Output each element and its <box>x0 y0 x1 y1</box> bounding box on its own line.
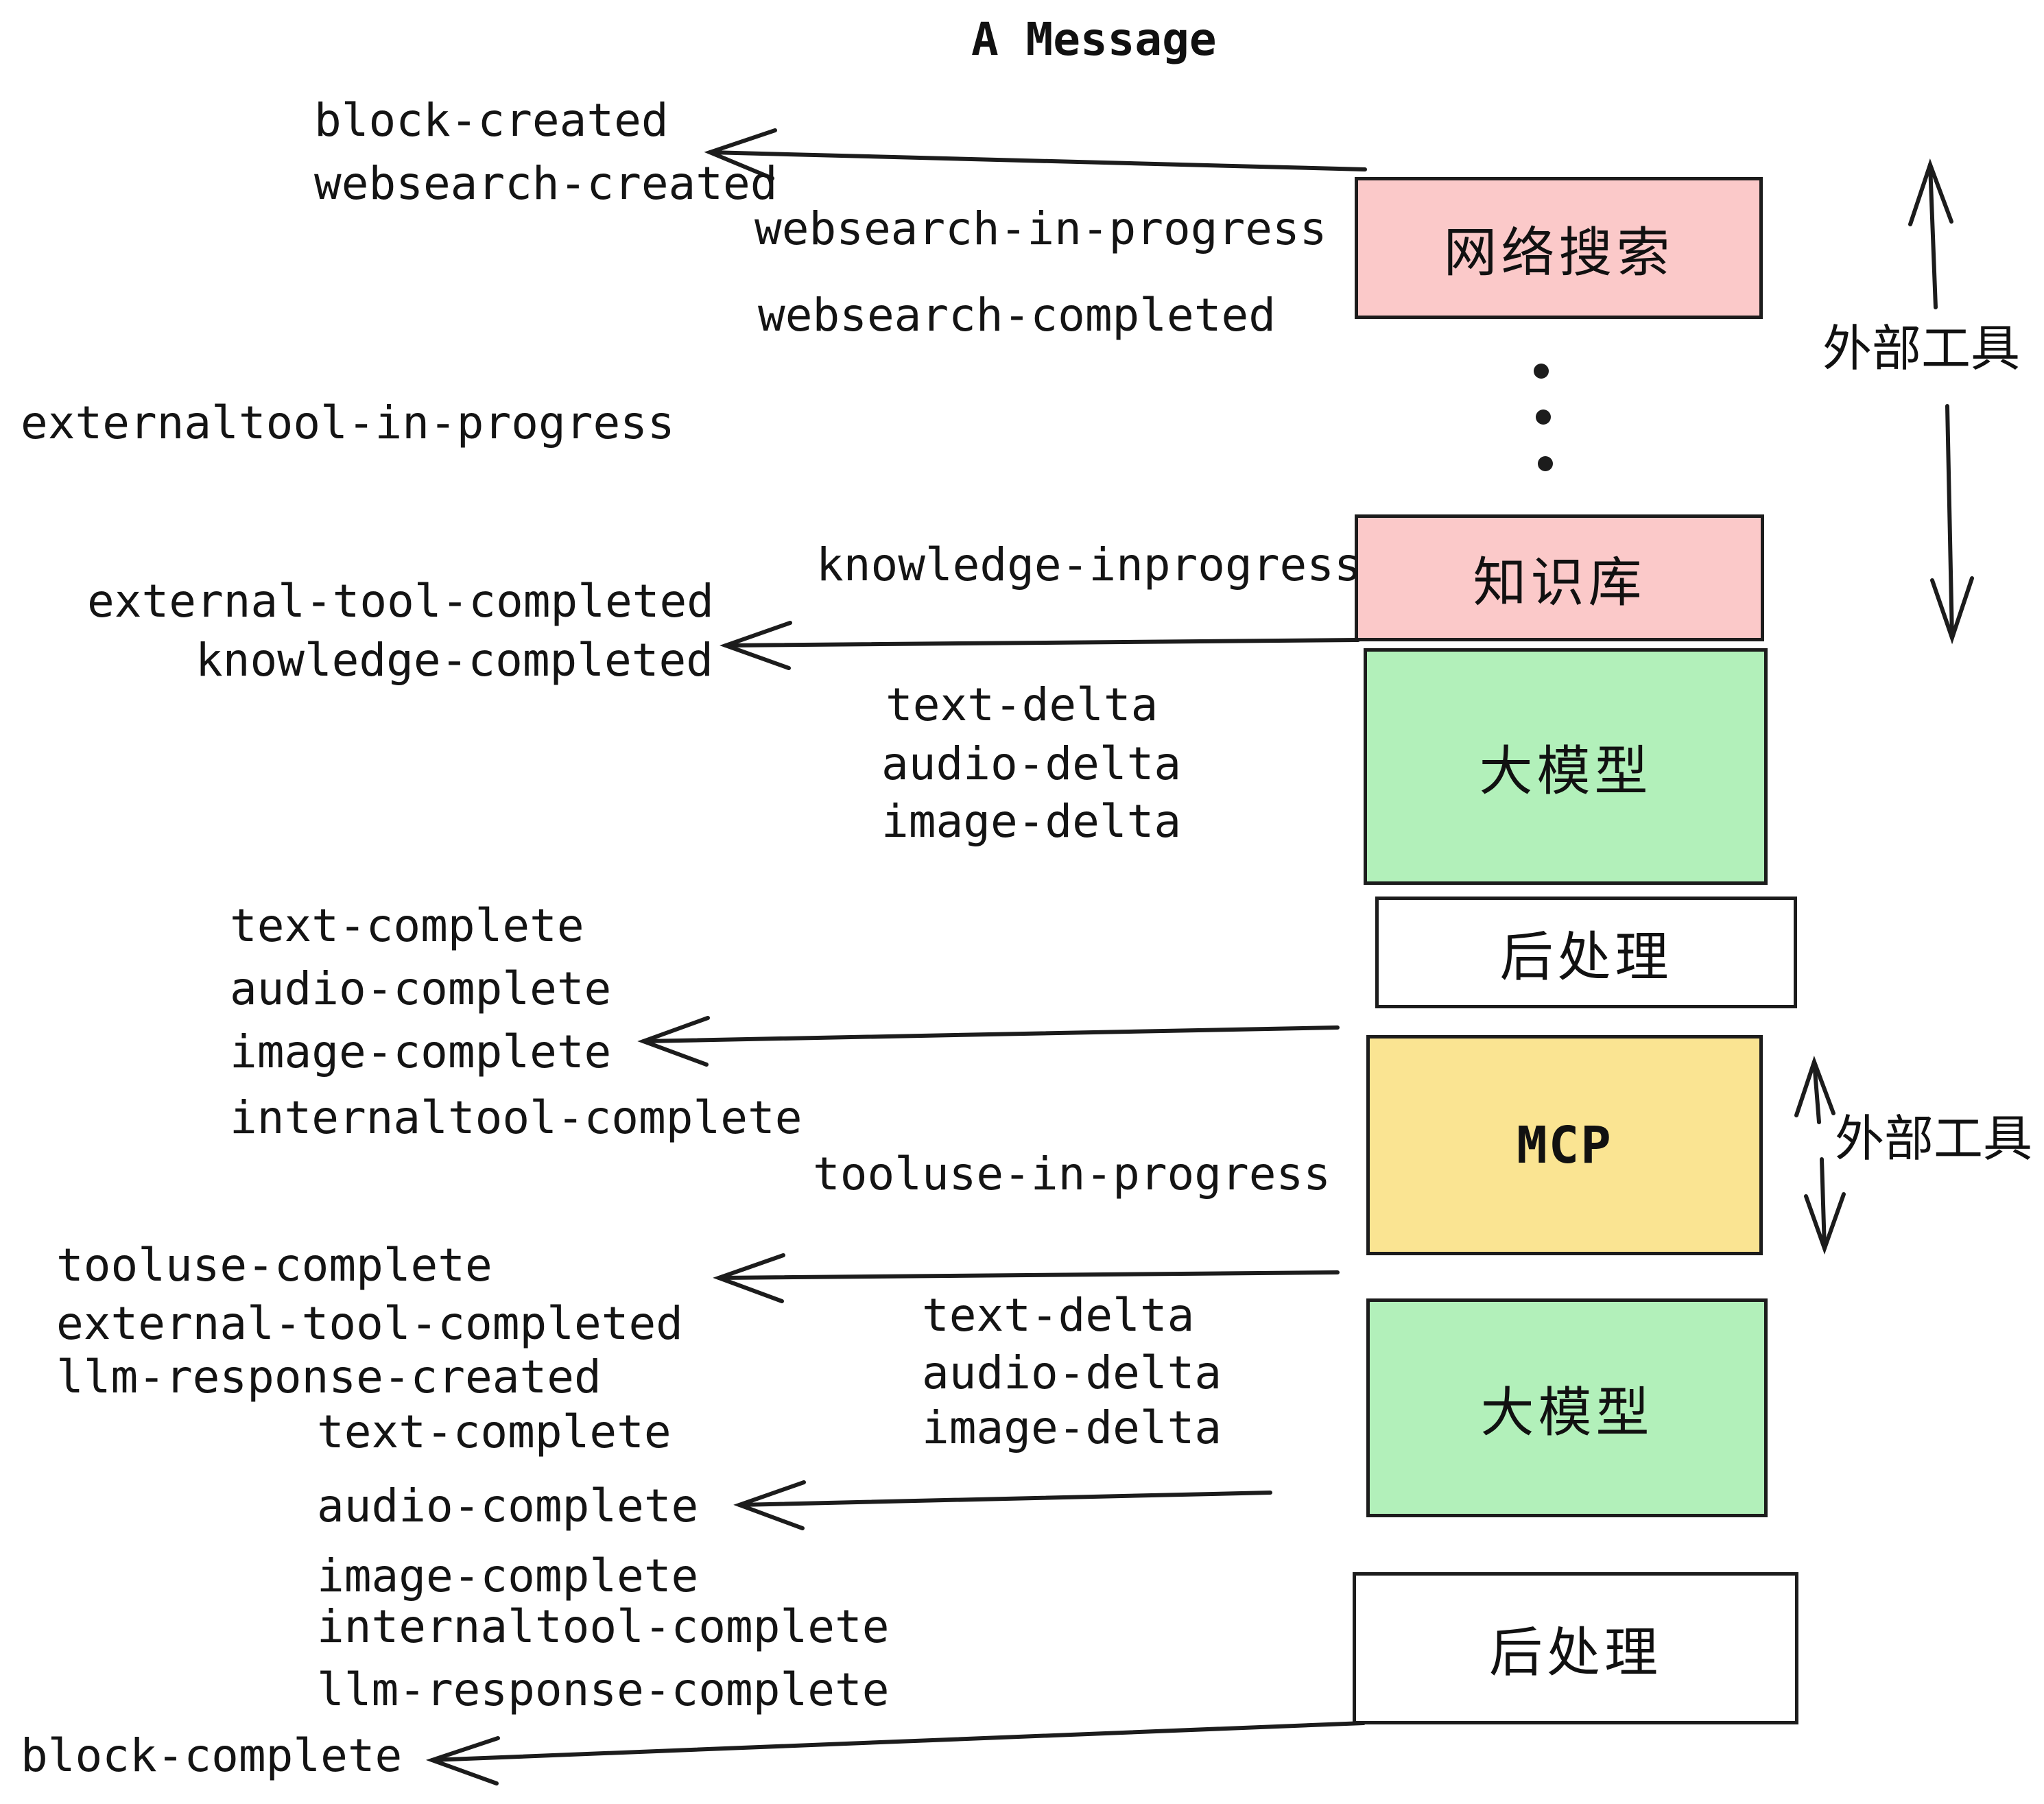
event-label-websearch-in-progress: websearch-in-progress <box>754 202 1327 255</box>
box-mcp: MCP <box>1366 1035 1763 1255</box>
box-post-process-2-label: 后处理 <box>1488 1622 1662 1684</box>
external-tools-1-down-arrow-head <box>1930 576 1974 645</box>
external-tools-2-down-arrow <box>1820 1157 1827 1250</box>
arrow-image-complete-1-head <box>637 1016 710 1067</box>
box-web-search: 网络搜索 <box>1355 177 1763 319</box>
external-tools-label-2: 外部工具 <box>1835 1110 2033 1167</box>
event-label-external-tool-completed: external-tool-completed <box>87 575 714 628</box>
external-tools-1-up-arrow <box>1928 163 1938 309</box>
event-label-knowledge-inprogress: knowledge-inprogress <box>816 538 1362 591</box>
event-label-tooluse-in-progress: tooluse-in-progress <box>813 1148 1331 1200</box>
dot-3 <box>1538 456 1553 471</box>
event-label-internaltool-complete-2: internaltool-complete <box>317 1600 890 1653</box>
event-label-externaltool-in-progress: externaltool-in-progress <box>21 396 675 449</box>
event-label-image-complete-2: image-complete <box>317 1550 699 1602</box>
diagram-title: A Message <box>971 13 1217 66</box>
box-knowledge-base: 知识库 <box>1355 514 1764 641</box>
event-label-image-delta-1: image-delta <box>881 795 1182 848</box>
event-label-text-complete-2: text-complete <box>317 1405 672 1458</box>
event-label-llm-response-created: llm-response-created <box>56 1351 602 1403</box>
event-label-websearch-created: websearch-created <box>314 157 778 210</box>
arrow-audio-complete-2 <box>737 1491 1272 1507</box>
event-label-tooluse-complete: tooluse-complete <box>56 1239 492 1292</box>
external-tools-1-up-arrow-head <box>1908 158 1953 226</box>
event-label-block-complete: block-complete <box>21 1729 403 1782</box>
event-label-image-delta-2: image-delta <box>922 1401 1222 1454</box>
box-llm-2: 大模型 <box>1366 1298 1768 1517</box>
arrow-audio-complete-2-head <box>733 1480 806 1530</box>
external-tools-2-up-arrow <box>1812 1060 1821 1124</box>
event-label-block-created: block-created <box>314 94 669 147</box>
box-llm-1: 大模型 <box>1364 648 1768 885</box>
event-label-text-delta-2: text-delta <box>922 1289 1195 1342</box>
event-label-audio-delta-2: audio-delta <box>922 1346 1222 1399</box>
event-label-audio-complete-2: audio-complete <box>317 1480 699 1532</box>
arrow-block-complete <box>430 1721 1366 1762</box>
external-tools-label-1: 外部工具 <box>1822 320 2021 377</box>
dot-1 <box>1534 364 1549 379</box>
event-label-internaltool-complete-1: internaltool-complete <box>230 1091 803 1144</box>
arrow-knowledge-completed <box>724 638 1360 648</box>
arrow-tooluse-complete <box>717 1270 1340 1280</box>
box-post-process-1: 后处理 <box>1375 897 1797 1008</box>
event-label-llm-response-complete: llm-response-complete <box>317 1663 890 1716</box>
external-tools-1-down-arrow <box>1945 404 1954 640</box>
event-label-audio-complete-1: audio-complete <box>230 962 612 1015</box>
event-label-knowledge-completed: knowledge-completed <box>195 634 713 687</box>
external-tools-2-down-arrow-head <box>1804 1192 1846 1255</box>
event-label-image-complete-1: image-complete <box>230 1025 612 1078</box>
external-tools-2-up-arrow-head <box>1794 1055 1835 1117</box>
ellipsis-dots <box>1534 364 1553 471</box>
arrow-tooluse-complete-head <box>713 1253 785 1303</box>
box-post-process-1-label: 后处理 <box>1499 926 1673 988</box>
arrow-block-created <box>708 150 1367 171</box>
box-llm-2-label: 大模型 <box>1480 1381 1654 1444</box>
box-llm-1-label: 大模型 <box>1479 740 1652 803</box>
arrow-block-complete-head <box>425 1736 500 1785</box>
event-label-websearch-completed: websearch-completed <box>758 289 1276 342</box>
dot-2 <box>1536 410 1551 425</box>
box-knowledge-base-label: 知识库 <box>1473 551 1646 614</box>
event-label-audio-delta-1: audio-delta <box>881 737 1182 790</box>
box-web-search-label: 网络搜索 <box>1443 222 1674 284</box>
event-label-text-delta-1: text-delta <box>886 678 1158 731</box>
event-label-text-complete-1: text-complete <box>230 899 584 952</box>
arrow-knowledge-completed-head <box>720 621 792 670</box>
arrow-image-complete-1 <box>641 1025 1340 1043</box>
event-label-external-tool-completed-2: external-tool-completed <box>56 1297 683 1350</box>
box-post-process-2: 后处理 <box>1353 1572 1798 1724</box>
box-mcp-label: MCP <box>1517 1115 1613 1175</box>
